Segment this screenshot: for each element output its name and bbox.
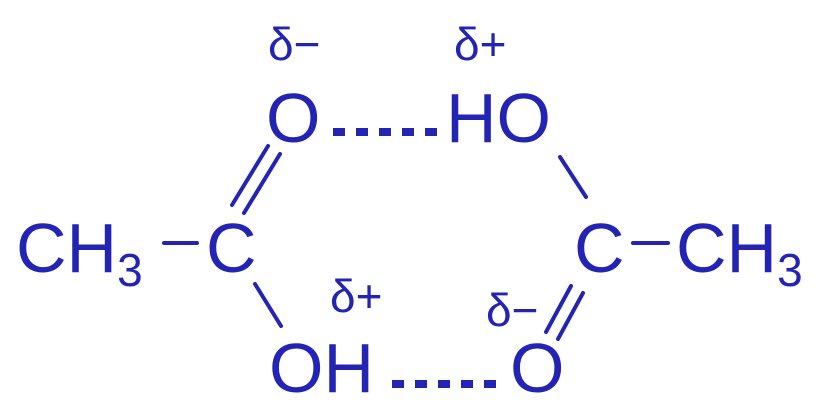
left-methyl-subscript: 3 bbox=[117, 244, 143, 296]
right-methyl-subscript: 3 bbox=[777, 244, 803, 296]
right-carbonyl-oxygen: O bbox=[510, 329, 564, 402]
left-carbonyl-oxygen: O bbox=[266, 79, 320, 157]
right-carbonyl-bond-line-2 bbox=[556, 291, 585, 341]
left-carbonyl-bond-line-2 bbox=[242, 152, 282, 215]
left-methyl-base: CH bbox=[16, 209, 117, 287]
left-carbonyl-bond-line-1 bbox=[230, 144, 270, 207]
left-hydrogen-partial-positive: δ+ bbox=[330, 270, 382, 322]
right-molecule: δ+ HO C CH3 δ− O bbox=[446, 18, 803, 402]
right-methyl-group: CH3 bbox=[676, 209, 803, 296]
right-methyl-base: CH bbox=[676, 209, 777, 287]
left-hydroxyl-bond bbox=[253, 282, 283, 328]
right-carbonyl-bond-line-1 bbox=[544, 284, 573, 334]
left-hydroxyl-group: OH bbox=[269, 329, 374, 402]
left-oxygen-partial-negative: δ− bbox=[268, 18, 320, 70]
left-methyl-group: CH3 bbox=[16, 209, 143, 296]
right-hydroxyl-bond bbox=[558, 155, 588, 199]
right-carbon: C bbox=[574, 209, 625, 287]
left-carbon: C bbox=[206, 209, 257, 287]
left-molecule: δ− O CH3 C δ+ OH bbox=[16, 18, 382, 402]
right-hydroxyl-group: HO bbox=[446, 79, 551, 157]
right-oxygen-partial-negative: δ− bbox=[486, 284, 538, 336]
right-hydrogen-partial-positive: δ+ bbox=[454, 18, 506, 70]
